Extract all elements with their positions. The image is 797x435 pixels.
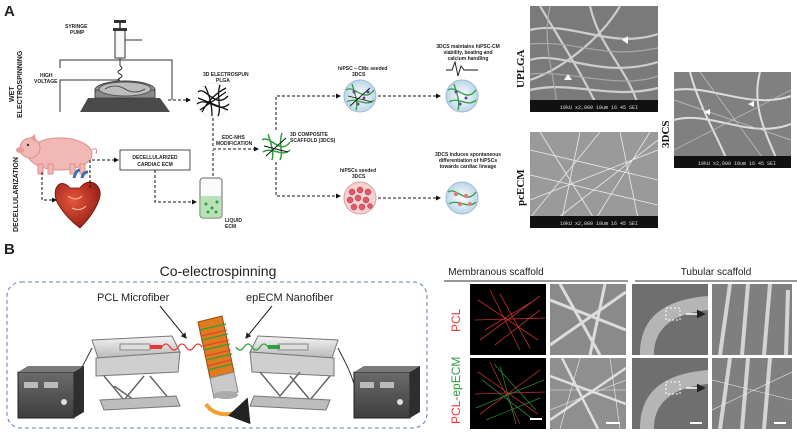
pcl-fiber-jet	[161, 343, 203, 351]
pcl-microfiber-label: PCL Microfiber	[97, 292, 170, 304]
heart-icon	[54, 168, 101, 229]
decell-ecm-label-2: CARDIAC ECM	[137, 162, 173, 168]
rotation-arrow-icon	[204, 397, 251, 425]
svg-text:PCL-epECM: PCL-epECM	[449, 357, 463, 424]
row-combo-label: PCL-epECM	[449, 357, 463, 424]
sem-footer-uplga: 10kU x2,000 10um 16 45 SEI	[560, 105, 638, 111]
row-combo-part-b: epECM	[449, 357, 463, 397]
arrow-heart-to-ecm	[89, 157, 119, 188]
arrow-pig-to-heart	[41, 172, 57, 203]
induces-label-1: 3DCS induces spontaneous	[435, 152, 501, 158]
power-supply-right-icon	[353, 366, 420, 419]
maintains-label-2: viability, beating and	[443, 50, 492, 56]
co-electrospinning-title: Co-electrospinning	[160, 263, 277, 279]
micro-pcl-tube-cross-section	[632, 284, 708, 355]
sem-label-pcecm: pcECM	[515, 169, 527, 206]
plga-mesh-icon	[195, 82, 231, 118]
row-combo-part-a: PCL-	[449, 397, 463, 424]
sem-image-uplga	[529, 5, 659, 113]
induces-label-2: differentiation of hiPSCs	[439, 158, 498, 164]
sem-image-pcecm	[529, 131, 659, 229]
arrow-ecm-to-liquid	[154, 170, 197, 205]
micro-pcl-sem	[549, 283, 627, 356]
wet-electrospinning-label-1: WET	[9, 86, 16, 102]
sem-footer-pcecm: 10kU x2,000 10um 16 45 SEI	[560, 221, 638, 227]
power-supply-left-icon	[17, 366, 84, 419]
induces-label-3: towards cardiac lineage	[440, 164, 497, 170]
arrow-to-ipsc-seeded	[275, 162, 341, 199]
plga-label-2: PLGA	[216, 78, 230, 84]
fiber-jet-icon	[117, 65, 123, 83]
composite-scaffold-icon	[261, 131, 291, 161]
syringe-pump-label-2: PUMP	[70, 30, 85, 36]
syringe-pump-icon	[113, 20, 142, 66]
micro-pcl-tube-zoom	[712, 283, 792, 356]
sem-image-3dcs	[673, 71, 792, 169]
micro-combo-tube-zoom	[711, 357, 793, 430]
collector-bath-icon	[80, 80, 170, 112]
col-tubular-label: Tubular scaffold	[681, 267, 752, 278]
micro-pcl-fluorescence	[470, 284, 546, 355]
micro-combo-fluorescence	[470, 358, 546, 429]
maintains-label-1: 3DCS maintains hiPSC-CM	[436, 44, 500, 50]
epecm-nanofiber-label: epECM Nanofiber	[246, 292, 334, 304]
panel-a-letter: A	[4, 3, 15, 20]
high-voltage-wire	[59, 79, 120, 112]
row-pcl-label: PCL	[449, 308, 463, 332]
pig-icon	[16, 134, 97, 175]
micro-combo-sem	[549, 357, 627, 430]
liquid-ecm-label-1: LIQUID	[225, 218, 242, 224]
micro-combo-tube-cross-section	[632, 358, 708, 429]
sem-label-uplga: UPLGA	[515, 49, 527, 88]
ipsc-seeded-scaffold-icon	[343, 181, 377, 215]
syringe-pump-label-1: SYRINGE	[65, 24, 88, 30]
edc-label-1: EDC-NHS	[222, 135, 245, 141]
wet-electrospinning-label-2: ELECTROSPINNING	[17, 50, 24, 118]
decell-ecm-label-1: DECELLULARIZED	[132, 155, 178, 161]
ipsc-seeded-label-1: hiPSCs seeded	[340, 168, 376, 174]
rotating-mandrel-icon	[197, 315, 251, 425]
syringe-pump-right-icon	[249, 335, 339, 411]
syringe-pump-left-icon	[91, 335, 181, 411]
col-membranous-label: Membranous scaffold	[448, 267, 543, 278]
maintains-label-3: calcium handling	[448, 56, 489, 62]
ipsc-seeded-label-2: 3DCS	[352, 174, 366, 180]
edc-label-2: MODIFICATION	[216, 141, 253, 147]
liquid-ecm-label-2: ECM	[225, 224, 236, 230]
scaffold-label-2: SCAFFOLD (3DCS)	[290, 138, 336, 144]
arrow-to-cm-seeded	[275, 93, 341, 130]
sem-label-3dcs: 3DCS	[660, 120, 672, 148]
arrow-pcl-label	[159, 305, 187, 339]
beating-cells-icon	[445, 60, 479, 113]
arrow-epecm-label	[245, 305, 273, 339]
cm-seeded-scaffold-icon	[343, 79, 377, 113]
panel-b-letter: B	[4, 241, 15, 258]
plga-label-1: 3D ELECTROSPUN	[203, 72, 249, 78]
high-voltage-label-2: VOLTAGE	[34, 79, 58, 85]
liquid-ecm-tube-icon	[199, 177, 223, 219]
sem-footer-3dcs: 10kU x2,000 10um 16 45 SEI	[698, 161, 776, 167]
high-voltage-label-1: HIGH	[40, 73, 53, 79]
decellularization-label: DECELLULARIZATION	[13, 157, 20, 232]
cm-seeded-label-2: 3DCS	[352, 72, 366, 78]
cm-seeded-label-1: hiPSC – CMs seeded	[338, 66, 387, 72]
co-electrospinning-box	[6, 281, 428, 429]
scaffold-label-1: 3D COMPOSITE	[290, 132, 328, 138]
differentiated-cells-icon	[445, 181, 479, 215]
epecm-fiber-jet	[235, 343, 269, 351]
